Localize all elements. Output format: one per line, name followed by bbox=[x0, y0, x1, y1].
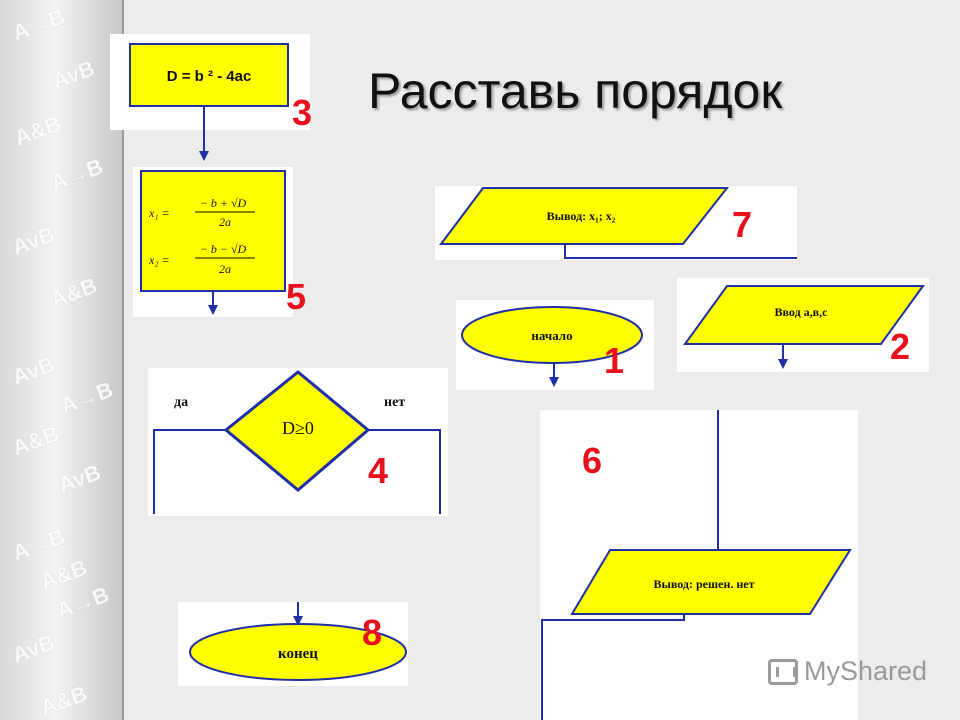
watermark: A&B bbox=[8, 420, 63, 461]
order-number-1: 1 bbox=[604, 340, 625, 381]
terminator-ellipse bbox=[461, 306, 643, 364]
discriminant-formula: D = b ² - 4ac bbox=[167, 68, 252, 85]
end-diagram: конец bbox=[189, 602, 407, 681]
card-roots[interactable]: x₁ = − b + √D 2a x₂ = − b − √D 2a bbox=[133, 167, 293, 317]
process-box bbox=[129, 43, 289, 107]
card-end[interactable]: конец bbox=[178, 602, 408, 686]
input-diagram: Ввод а,в,с bbox=[683, 285, 925, 369]
input-label: Ввод а,в,с bbox=[775, 305, 829, 319]
decision-diamond bbox=[223, 370, 371, 492]
x1-numerator: − b + √D bbox=[200, 196, 247, 210]
order-number-3: 3 bbox=[292, 92, 313, 133]
start-label: начало bbox=[531, 328, 572, 343]
end-label: конец bbox=[278, 646, 318, 662]
arrow-head bbox=[778, 359, 788, 369]
card-output[interactable]: Вывод: x₁; x₂ bbox=[435, 186, 797, 260]
card-no-solution[interactable]: Вывод: решен. нет bbox=[540, 410, 858, 720]
x1-label: x₁ = bbox=[148, 206, 170, 220]
arrow-head bbox=[208, 305, 218, 315]
watermark: A&B bbox=[46, 272, 101, 313]
page-title: Расставь порядок bbox=[368, 63, 783, 119]
arrow-head bbox=[293, 616, 303, 626]
arrow-head bbox=[549, 377, 559, 387]
card-discriminant[interactable]: D = b ² - 4ac bbox=[110, 34, 310, 161]
order-number-2: 2 bbox=[890, 326, 911, 367]
sidebar-watermark-strip: A→B AvB A&B A→B AvB A&B AvB A→B A&B AvB … bbox=[0, 0, 124, 720]
yes-label: да bbox=[174, 395, 188, 410]
brand-logo-icon bbox=[768, 658, 798, 685]
no-branch-line bbox=[368, 429, 441, 514]
x2-numerator: − b − √D bbox=[200, 242, 247, 256]
watermark: AvB bbox=[8, 629, 59, 668]
x2-denominator: 2a bbox=[219, 262, 231, 276]
watermark: AvB bbox=[54, 459, 105, 498]
start-diagram: начало bbox=[461, 306, 643, 387]
process-box bbox=[140, 170, 286, 292]
brand-text: MyShared bbox=[804, 656, 928, 686]
watermark: A&B bbox=[36, 680, 91, 720]
watermark: A→B bbox=[9, 523, 69, 566]
output-label: Вывод: x₁; x₂ bbox=[547, 209, 616, 223]
io-parallelogram bbox=[570, 549, 852, 615]
no-solution-label: Вывод: решен. нет bbox=[654, 577, 755, 591]
condition-diagram: да нет D≥0 bbox=[153, 370, 441, 514]
x2-label: x₂ = bbox=[148, 253, 170, 267]
no-label: нет bbox=[384, 395, 405, 410]
order-number-8: 8 bbox=[362, 612, 383, 653]
io-parallelogram bbox=[439, 187, 730, 245]
watermark: A→B bbox=[9, 3, 69, 46]
roots-diagram: x₁ = − b + √D 2a x₂ = − b − √D 2a bbox=[140, 170, 286, 315]
watermark: AvB bbox=[8, 351, 59, 390]
watermark: A→B bbox=[57, 376, 117, 419]
discriminant-diagram: D = b ² - 4ac bbox=[129, 43, 289, 161]
flow-line bbox=[564, 244, 797, 259]
card-condition[interactable]: да нет D≥0 bbox=[148, 368, 448, 516]
order-number-7: 7 bbox=[732, 204, 753, 245]
output-diagram: Вывод: x₁; x₂ bbox=[439, 187, 797, 259]
watermark: A→B bbox=[47, 153, 107, 196]
card-start[interactable]: начало bbox=[456, 300, 654, 390]
watermark: AvB bbox=[8, 221, 59, 260]
io-parallelogram bbox=[683, 285, 925, 345]
watermark: AvB bbox=[48, 55, 99, 94]
terminator-ellipse bbox=[189, 623, 407, 681]
order-number-6: 6 bbox=[582, 440, 603, 481]
order-number-5: 5 bbox=[286, 276, 307, 317]
no-solution-diagram: Вывод: решен. нет bbox=[541, 410, 852, 720]
x1-denominator: 2a bbox=[219, 215, 231, 229]
arrow-head bbox=[199, 151, 209, 161]
condition-label: D≥0 bbox=[282, 418, 314, 438]
card-input[interactable]: Ввод а,в,с bbox=[677, 278, 929, 372]
brand-watermark: MyShared bbox=[768, 656, 927, 687]
order-number-4: 4 bbox=[368, 450, 389, 491]
watermark: A&B bbox=[10, 110, 65, 151]
flow-line-down bbox=[541, 614, 685, 720]
yes-branch-line bbox=[153, 429, 226, 514]
